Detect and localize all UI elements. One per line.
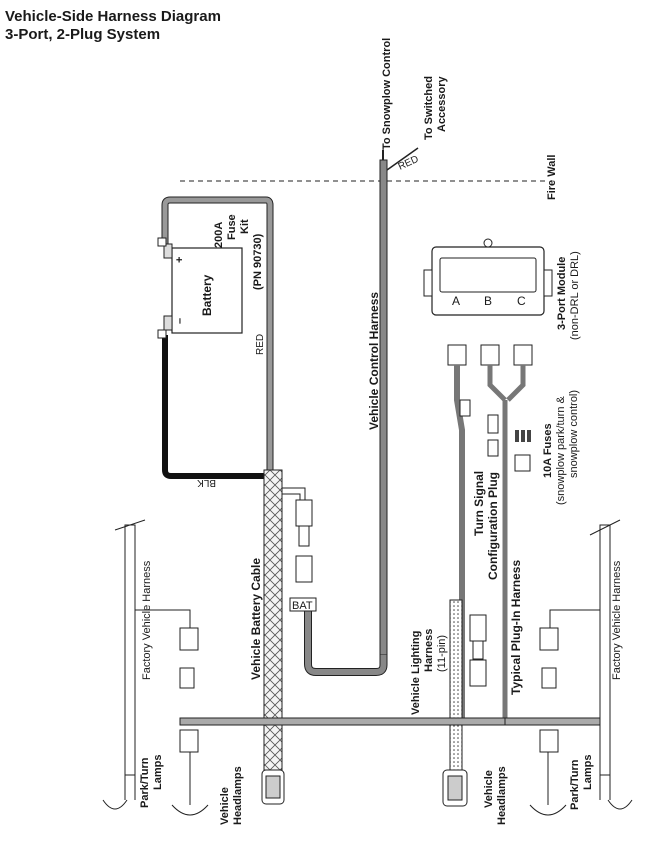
label-fuses-title: 10A Fuses [542,423,554,478]
label-red-top: RED [397,154,421,173]
label-port-b: B [484,294,492,308]
label-fuse-kit-3: Kit [239,219,251,234]
label-vehicle-lighting-2: Harness [423,629,435,672]
label-vehicle-lighting-3: (11-pin) [436,635,448,672]
label-headlamps-right-2: Headlamps [496,766,508,825]
label-headlamps-left-1: Vehicle [219,787,231,825]
label-headlamps-right-1: Vehicle [483,770,495,808]
title-line-2: 3-Port, 2-Plug System [5,26,161,43]
label-fire-wall: Fire Wall [546,155,558,200]
battery-positive-cable [161,196,274,470]
label-vehicle-lighting-1: Vehicle Lighting [410,631,422,715]
fuses [514,430,531,472]
battery-negative-cable [162,335,266,479]
label-factory-left: Factory Vehicle Harness [141,560,153,680]
label-port-a: A [452,294,460,308]
label-battery: Battery [200,274,214,316]
factory-harness-left [102,519,209,816]
label-module-title: 3-Port Module [556,257,568,330]
label-turn-signal-1: Turn Signal [472,471,486,536]
module-connectors [447,344,533,720]
label-fuse-kit-2: Fuse [226,214,238,240]
label-fuse-kit-1: 200A [213,222,225,248]
label-to-switched-2: Accessory [436,75,448,132]
label-park-turn-right-2: Lamps [582,755,594,790]
label-battery-minus: – [174,318,186,324]
bat-connector [282,487,317,612]
label-typical-plugin: Typical Plug-In Harness [509,560,523,695]
label-port-c: C [517,294,526,308]
label-fuse-kit-pn: (PN 90730) [252,233,264,290]
diagram-title: Vehicle-Side Harness Diagram 3-Port, 2-P… [5,8,221,44]
label-park-turn-left-1: Park/Turn [139,757,151,808]
vehicle-lighting-harness [442,599,468,807]
label-red-battery: RED [255,334,266,355]
factory-harness-right [529,519,633,816]
vehicle-control-harness [304,147,419,676]
label-vehicle-battery-cable: Vehicle Battery Cable [249,558,263,680]
label-headlamps-left-2: Headlamps [232,766,244,825]
battery [157,237,243,339]
label-battery-plus: + [174,257,186,263]
label-to-snowplow-control: To Snowplow Control [381,38,393,150]
vehicle-battery-cable [261,469,285,805]
label-vehicle-control-harness: Vehicle Control Harness [367,292,381,430]
plug-in-connectors [469,614,487,687]
label-bat: BAT [292,600,313,612]
label-to-switched-1: To Switched [423,76,435,140]
label-turn-signal-2: Configuration Plug [486,472,500,580]
label-blk: BLK [197,477,216,488]
three-port-module [423,238,553,316]
label-park-turn-left-2: Lamps [152,755,164,790]
label-fuses-sub1: (snowplow park/turn & [555,396,567,505]
title-line-1: Vehicle-Side Harness Diagram [5,8,221,25]
label-factory-right: Factory Vehicle Harness [611,560,623,680]
label-park-turn-right-1: Park/Turn [569,759,581,810]
main-horizontal-harness [179,717,606,726]
label-fuses-sub2: snowplow control) [568,390,580,478]
label-module-sub: (non-DRL or DRL) [569,251,581,340]
